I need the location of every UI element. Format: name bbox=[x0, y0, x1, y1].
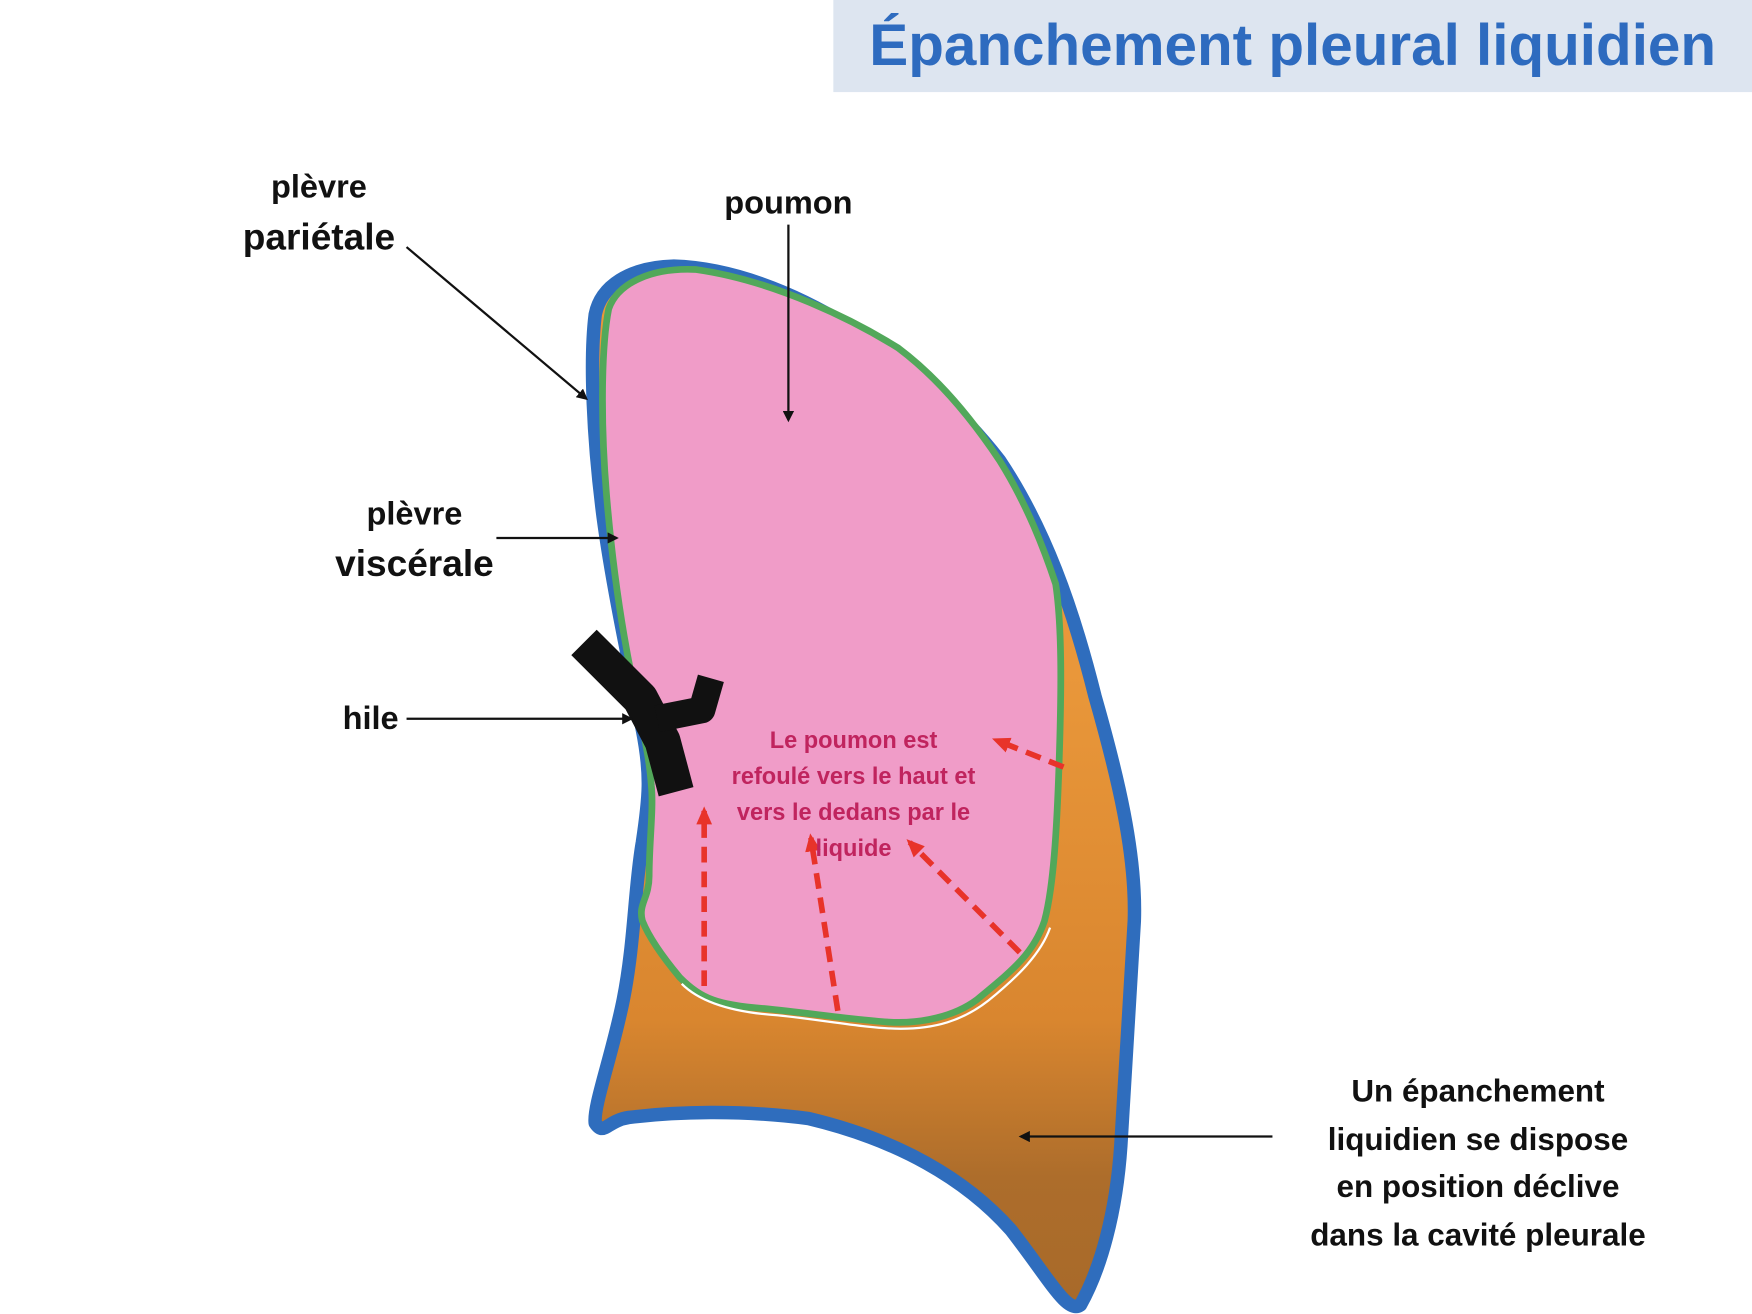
arrow-plevre-parietale bbox=[405, 246, 588, 401]
diagram-title: Épanchement pleural liquidien bbox=[869, 12, 1716, 78]
pressure-arrows bbox=[696, 737, 1065, 1012]
label-plevre-viscerale-2: viscérale bbox=[335, 542, 494, 584]
lung bbox=[599, 265, 1065, 1026]
label-plevre-parietale-2: pariétale bbox=[243, 215, 395, 257]
hilum-bronchus bbox=[571, 629, 724, 797]
note-line-4: liquide bbox=[816, 835, 892, 861]
label-plevre-viscerale-1: plèvre bbox=[366, 495, 462, 531]
epanchement-line-4: dans la cavité pleurale bbox=[1310, 1217, 1646, 1252]
label-plevre-parietale-1: plèvre bbox=[271, 169, 367, 205]
dashed-arrow-diagonal bbox=[906, 839, 1022, 955]
lung-edge-highlight bbox=[680, 927, 1052, 1030]
dashed-arrow-left bbox=[991, 737, 1065, 770]
title-banner: Épanchement pleural liquidien bbox=[833, 0, 1752, 93]
label-poumon: poumon bbox=[724, 184, 852, 220]
title-background bbox=[833, 0, 1752, 93]
dashed-arrow-up-left bbox=[805, 833, 841, 1012]
label-epanchement: Un épanchement liquidien se dispose en p… bbox=[1310, 1074, 1646, 1253]
note-line-1: Le poumon est bbox=[770, 727, 938, 753]
label-hile: hile bbox=[343, 700, 399, 736]
epanchement-line-2: liquidien se dispose bbox=[1328, 1122, 1628, 1157]
epanchement-line-1: Un épanchement bbox=[1351, 1074, 1605, 1109]
lung-displacement-note: Le poumon est refoulé vers le haut et ve… bbox=[732, 727, 976, 861]
note-line-2: refoulé vers le haut et bbox=[732, 763, 976, 789]
note-line-3: vers le dedans par le bbox=[737, 799, 970, 825]
epanchement-line-3: en position déclive bbox=[1336, 1169, 1619, 1204]
